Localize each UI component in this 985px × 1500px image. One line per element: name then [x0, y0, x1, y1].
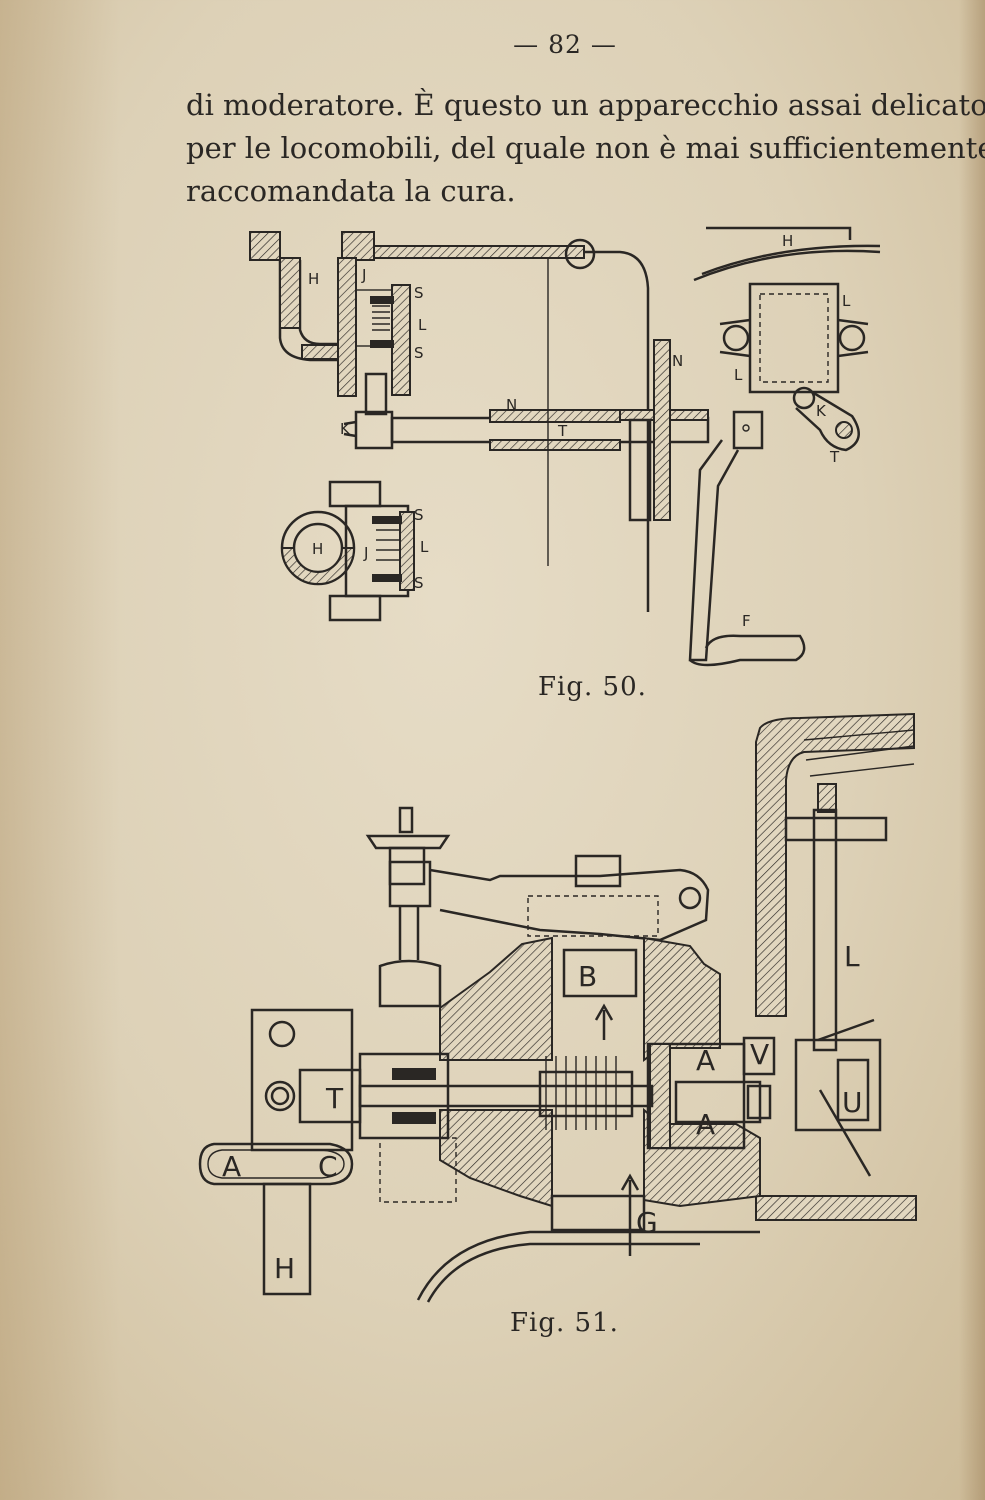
fig50-label-s-top: S: [414, 284, 424, 302]
fig50-label-h-top: H: [308, 270, 319, 288]
fig51-label-a-top: A: [696, 1044, 715, 1077]
fig50-label-n-flange: N: [672, 352, 683, 370]
fig51-label-h: H: [274, 1252, 295, 1285]
fig51-label-l: L: [844, 940, 860, 973]
body-paragraph: di moderatore. È questo un apparecchio a…: [186, 84, 985, 213]
fig50-label-l: L: [418, 316, 427, 334]
fig51-label-a-left: A: [222, 1150, 241, 1183]
fig50-label-k: K: [340, 420, 351, 438]
fig50-label-t-right: T: [829, 448, 840, 466]
fig50-label-l-section: L: [420, 538, 429, 556]
fig50-label-j: J: [361, 266, 366, 284]
fig50-label-s-bottom: S: [414, 344, 424, 362]
fig51-label-t: T: [325, 1082, 344, 1115]
page-shadow-right: [959, 0, 985, 1500]
fig51-label-v: V: [750, 1038, 769, 1071]
fig51-caption: Fig. 51.: [510, 1308, 619, 1338]
fig50-label-h-section: H: [312, 540, 323, 558]
fig51-label-c: C: [318, 1150, 338, 1183]
paragraph-line-2: per le locomobili, del quale non è mai s…: [186, 131, 985, 165]
fig50-label-n-shaft: N: [506, 396, 517, 414]
page-shadow-left: [0, 0, 120, 1500]
fig50-label-h-right: H: [782, 232, 793, 250]
fig50-label-l-right-bottom: L: [734, 366, 743, 384]
fig50-caption: Fig. 50.: [538, 672, 647, 702]
fig51-label-b: B: [578, 960, 597, 993]
fig50-label-j-section: J: [363, 544, 368, 562]
fig50-label-f: F: [742, 612, 751, 630]
fig50-label-s-section-top: S: [414, 506, 424, 524]
fig51-label-a-bottom: A: [696, 1108, 715, 1141]
fig50-label-t: T: [557, 422, 568, 440]
page-number: — 82 —: [513, 30, 617, 59]
paragraph-line-1: di moderatore. È questo un apparecchio a…: [186, 88, 985, 122]
fig50-label-s-section-bottom: S: [414, 574, 424, 592]
fig50-label-k-right: K: [816, 402, 827, 420]
paragraph-line-3: raccomandata la cura.: [186, 174, 516, 208]
fig51-label-g: G: [636, 1206, 658, 1239]
fig50-label-l-right-top: L: [842, 292, 851, 310]
fig51-label-u: U: [842, 1086, 863, 1119]
